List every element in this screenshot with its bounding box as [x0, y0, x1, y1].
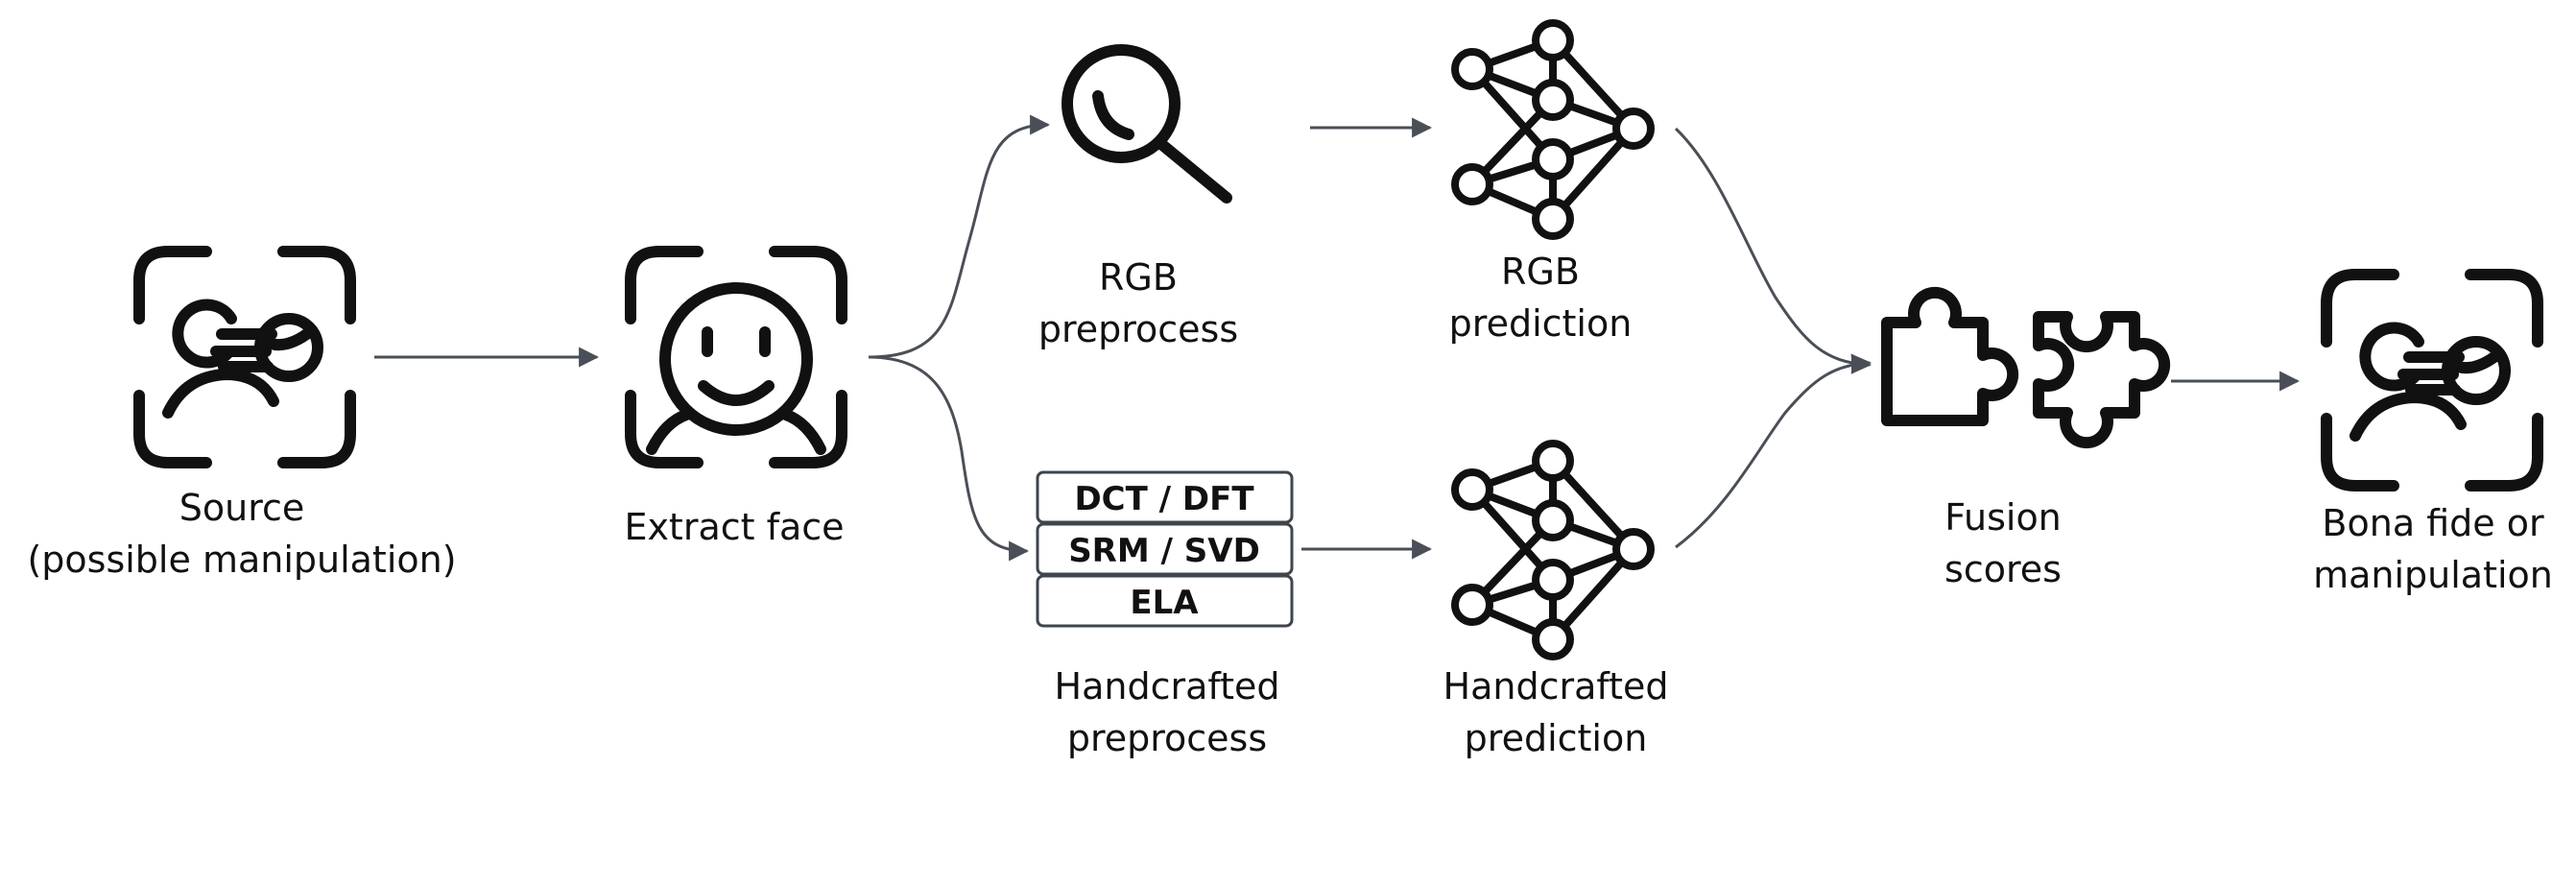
arrow-rgb-pred-to-fusion	[1674, 127, 1872, 374]
output-label-line2: manipulation	[2313, 554, 2553, 596]
feature-box-srm-svd: SRM / SVD	[1036, 522, 1294, 576]
handcrafted-prediction-label-line1: Handcrafted	[1443, 665, 1669, 707]
arrow-hand-pred-to-fusion	[1675, 353, 1872, 549]
output-node: Bona fide or manipulation	[2313, 275, 2553, 596]
fusion-label-line2: scores	[1944, 548, 2062, 590]
rgb-prediction-node: RGB prediction	[1449, 23, 1651, 345]
rgb-prediction-label-line2: prediction	[1449, 302, 1633, 345]
rgb-preprocess-node: RGB preprocess	[1038, 44, 1238, 350]
source-label-line1: Source	[179, 487, 305, 529]
puzzle-pieces-icon	[1881, 286, 2171, 449]
handcrafted-preprocess-label-line2: preprocess	[1067, 717, 1267, 759]
fusion-node: Fusion scores	[1881, 286, 2171, 590]
feature-box-ela: ELA	[1036, 574, 1294, 628]
extract-face-label: Extract face	[624, 506, 844, 548]
feature-box-label: DCT / DFT	[1074, 480, 1254, 518]
feature-box-dct-dft: DCT / DFT	[1036, 470, 1294, 524]
rgb-preprocess-label-line2: preprocess	[1038, 308, 1238, 350]
feature-box-label: SRM / SVD	[1068, 532, 1260, 570]
handcrafted-preprocess-node: DCT / DFT SRM / SVD ELA Handcrafted prep…	[1036, 470, 1294, 759]
face-manipulation-scan-icon	[2326, 275, 2538, 486]
arrow-extract-to-rgb	[868, 114, 1051, 359]
face-manipulation-scan-icon	[139, 252, 350, 463]
fusion-label-line1: Fusion	[1944, 496, 2062, 539]
face-scan-icon	[631, 252, 842, 463]
source-label-line2: (possible manipulation)	[27, 539, 456, 581]
extract-face-node: Extract face	[624, 252, 844, 548]
output-label-line1: Bona fide or	[2322, 502, 2544, 544]
rgb-preprocess-label-line1: RGB	[1099, 256, 1178, 299]
neural-network-icon	[1455, 23, 1651, 236]
handcrafted-prediction-label-line2: prediction	[1465, 717, 1648, 759]
arrow-extract-to-handcrafted	[868, 355, 1030, 562]
handcrafted-prediction-node: Handcrafted prediction	[1443, 444, 1669, 759]
feature-box-label: ELA	[1130, 584, 1199, 622]
rgb-prediction-label-line1: RGB	[1501, 251, 1580, 293]
handcrafted-preprocess-label-line1: Handcrafted	[1055, 665, 1280, 707]
magnifier-icon	[1061, 44, 1232, 204]
neural-network-icon	[1455, 444, 1651, 657]
source-node: Source (possible manipulation)	[27, 252, 457, 581]
